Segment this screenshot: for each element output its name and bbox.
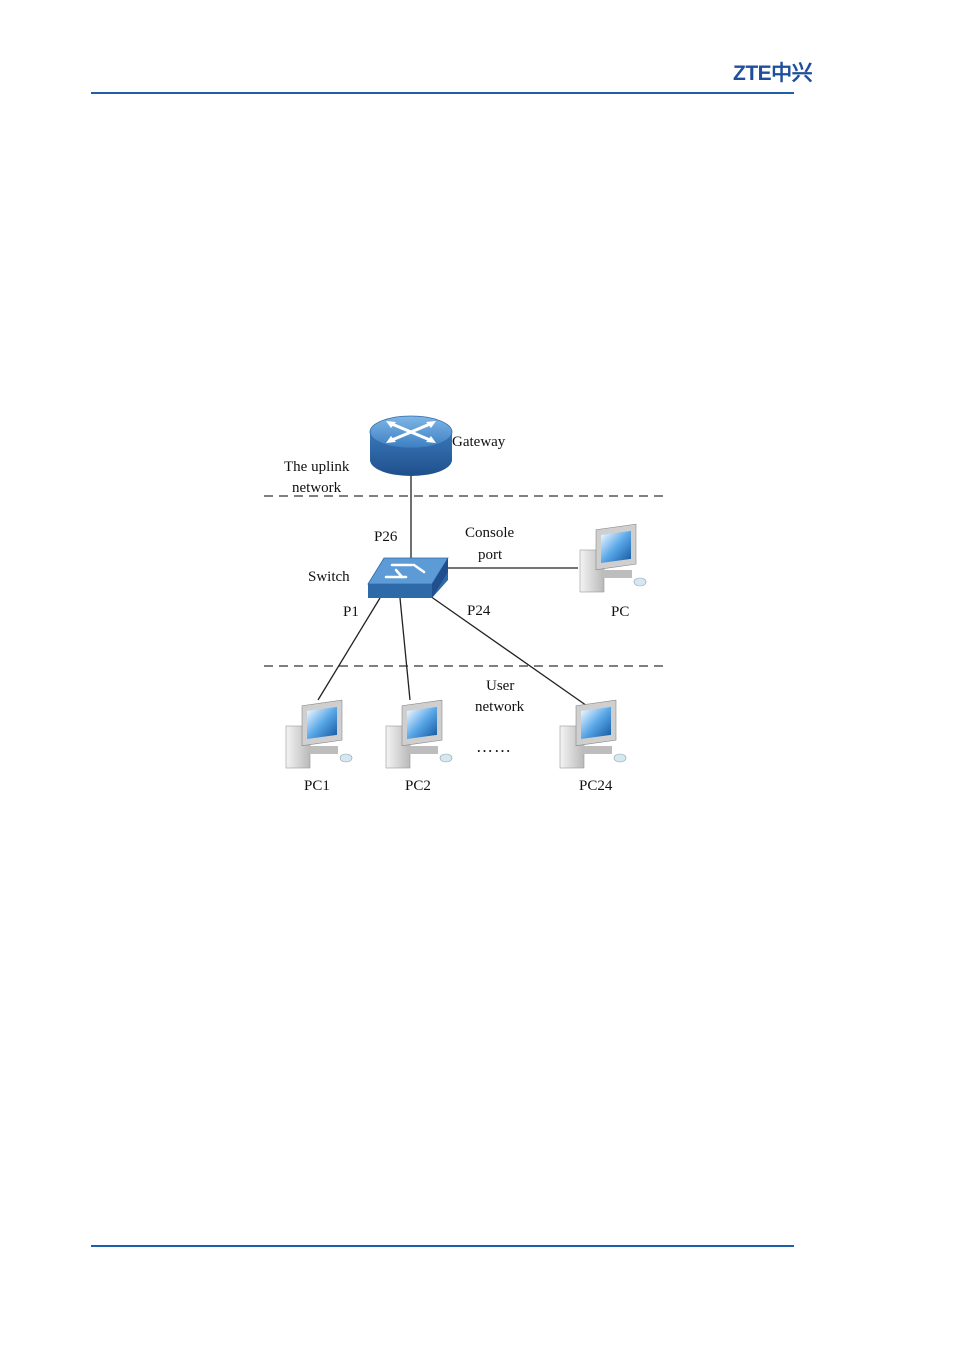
port-uplink-label: P26 xyxy=(374,527,397,548)
console-label-line2: port xyxy=(478,545,502,566)
user-label-line2: network xyxy=(475,697,524,718)
pc1-icon xyxy=(286,700,352,768)
port-first-label: P1 xyxy=(343,602,359,623)
router-icon xyxy=(370,416,452,476)
footer-rule xyxy=(91,1245,794,1247)
pc24-icon xyxy=(560,700,626,768)
gateway-label: Gateway xyxy=(452,432,505,453)
pc24-label: PC24 xyxy=(579,776,612,797)
uplink-label-line2: network xyxy=(292,478,341,499)
pc2-icon xyxy=(386,700,452,768)
ellipsis-label: …… xyxy=(476,736,512,757)
switch-icon xyxy=(368,558,448,598)
uplink-label-line1: The uplink xyxy=(284,457,349,478)
console-label-line1: Console xyxy=(465,523,514,544)
switch-label: Switch xyxy=(308,567,350,588)
port-last-label: P24 xyxy=(467,601,490,622)
pc1-label: PC1 xyxy=(304,776,330,797)
user-label-line1: User xyxy=(486,676,514,697)
link-switch-pc2 xyxy=(400,598,410,700)
console-pc-icon xyxy=(580,524,646,592)
console-pc-label: PC xyxy=(611,602,629,623)
pc2-label: PC2 xyxy=(405,776,431,797)
